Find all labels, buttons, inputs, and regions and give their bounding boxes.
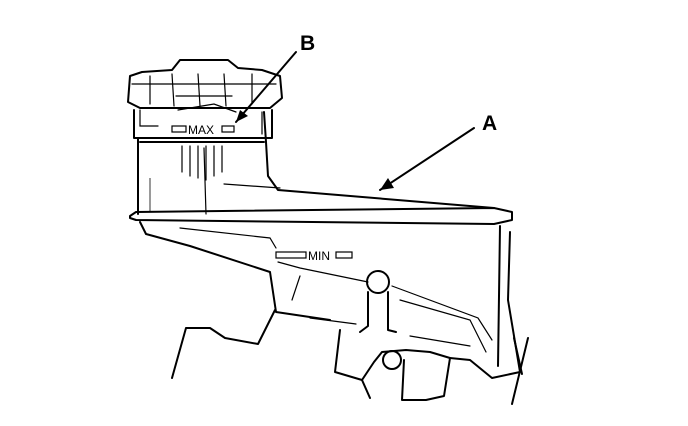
callout-b: B <box>300 32 315 55</box>
mounting-bracket <box>171 231 529 405</box>
reservoir-cap <box>127 59 283 139</box>
min-level-mark: MIN <box>275 249 353 263</box>
min-label: MIN <box>308 249 330 263</box>
callout-a: A <box>482 112 497 135</box>
leader-arrow-b <box>235 51 297 123</box>
reservoir-tank <box>129 111 513 367</box>
leader-arrow-a <box>379 127 475 191</box>
max-label: MAX <box>188 123 214 137</box>
max-level-mark: MAX <box>171 123 235 137</box>
fluid-level-sensor <box>359 270 397 333</box>
